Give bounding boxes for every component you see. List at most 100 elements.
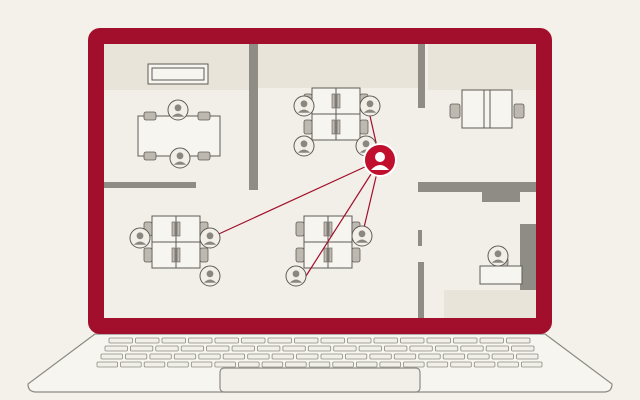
keyboard-key	[393, 353, 417, 360]
keyboard-key	[418, 353, 441, 360]
keyboard-key	[442, 353, 466, 360]
avatar-head	[366, 100, 374, 108]
keyboard-key	[333, 345, 357, 352]
keyboard-key	[161, 337, 186, 344]
corner-office-fill	[428, 44, 536, 90]
meeting-chair	[143, 111, 157, 121]
keyboard-key	[294, 337, 319, 344]
walls	[104, 44, 536, 318]
keyboard-key	[403, 361, 425, 368]
avatar-head	[362, 140, 370, 148]
keyboard-key	[190, 361, 213, 368]
keyboard-key	[434, 345, 459, 352]
desk-chair	[295, 221, 305, 237]
keyboard-key	[143, 361, 166, 368]
keyboard-key	[238, 361, 260, 368]
monitor	[336, 93, 341, 109]
avatar-head	[174, 104, 182, 112]
keyboard-key	[400, 337, 425, 344]
keyboard-key	[491, 353, 514, 360]
keyboard-key	[198, 353, 221, 360]
wall-office-left	[418, 44, 425, 108]
keyboard-key	[506, 337, 531, 344]
monitor	[331, 119, 336, 135]
person-avatar-icon	[351, 225, 373, 247]
connection-line	[305, 159, 381, 277]
meeting-chair	[197, 151, 211, 161]
keyboard-key	[108, 337, 133, 344]
person-avatar-icon	[167, 99, 189, 121]
avatar-head	[300, 100, 308, 108]
keyboard-key	[521, 361, 543, 368]
keyboard-key	[485, 345, 510, 352]
keyboard-key	[320, 337, 345, 344]
wall-right-stub	[520, 224, 536, 290]
avatar-body	[491, 259, 505, 263]
monitor	[323, 221, 328, 237]
hub-head	[375, 152, 385, 162]
keyboard-key	[473, 361, 496, 368]
monitor	[171, 221, 176, 237]
avatar-head	[176, 152, 184, 160]
monitor	[328, 247, 333, 263]
keyboard-key	[497, 361, 519, 368]
wall-reception-left-2	[418, 262, 424, 318]
laptop-base	[27, 333, 613, 393]
keyboard-key	[173, 353, 197, 360]
keyboard-icon	[96, 337, 543, 368]
person-avatar-icon	[293, 95, 315, 117]
keyboard-key	[261, 361, 284, 368]
keyboard-key	[426, 337, 451, 344]
connection-line	[209, 159, 381, 239]
desk-chair	[143, 247, 153, 263]
avatar-body	[363, 109, 377, 113]
keyboard-key	[450, 361, 472, 368]
keyboard-key	[222, 353, 245, 360]
desk-chair	[359, 119, 369, 135]
desk-chair	[199, 247, 209, 263]
keyboard-key	[214, 361, 236, 368]
keyboard-key	[100, 353, 123, 360]
keyboard-key	[206, 345, 230, 352]
person-avatar-icon	[129, 227, 151, 249]
keyboard-key	[453, 337, 478, 344]
meeting-chair	[197, 111, 211, 121]
monitor	[171, 247, 176, 263]
keyboard-key	[307, 345, 332, 352]
keyboard-key	[308, 361, 331, 368]
monitor	[336, 119, 341, 135]
desk-chair	[303, 119, 313, 135]
keyboard-key	[426, 361, 449, 368]
wall-office-bottom	[418, 182, 536, 192]
wall-meeting-vertical	[249, 44, 258, 190]
keyboard-key	[271, 353, 294, 360]
reception-desk	[479, 265, 523, 285]
keyboard-key	[296, 353, 319, 360]
avatar-body	[133, 241, 147, 245]
keyboard-key	[155, 345, 179, 352]
desk-chair	[295, 247, 305, 263]
desk-pod-top	[303, 87, 369, 141]
monitor	[331, 93, 336, 109]
keyboard-key	[285, 361, 307, 368]
wall-meeting-bottom	[104, 182, 196, 188]
trackpad-icon	[219, 367, 421, 393]
avatar-body	[297, 149, 311, 153]
keyboard-key	[129, 345, 154, 352]
hall-fill	[258, 44, 418, 88]
avatar-body	[355, 239, 369, 243]
person-avatar-icon	[359, 95, 381, 117]
avatar-head	[136, 232, 144, 240]
avatar-head	[300, 140, 308, 148]
monitor	[176, 221, 181, 237]
keyboard-key	[516, 353, 539, 360]
avatar-body	[171, 113, 185, 117]
avatar-head	[358, 230, 366, 238]
avatar-body	[297, 109, 311, 113]
keyboard-key	[180, 345, 204, 352]
keyboard-key	[332, 361, 354, 368]
keyboard-key	[257, 345, 281, 352]
person-avatar-icon	[487, 245, 509, 267]
office-chair	[513, 103, 525, 119]
